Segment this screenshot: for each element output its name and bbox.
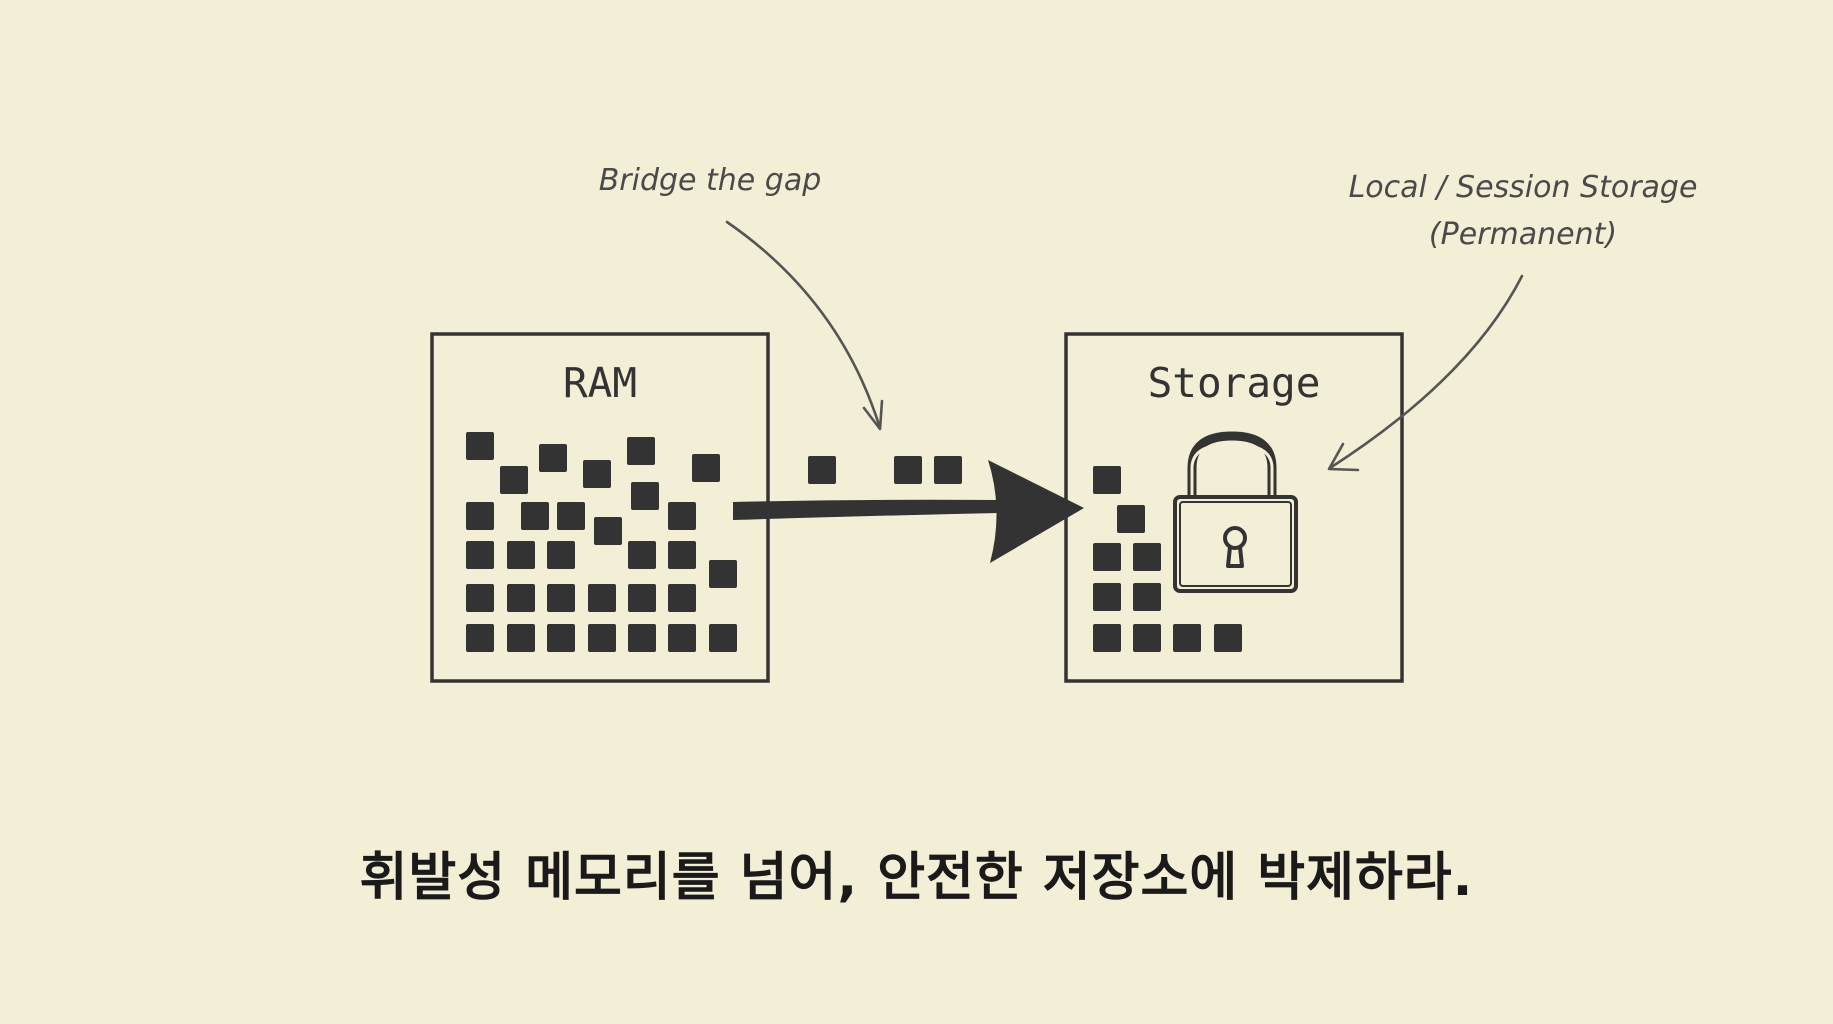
- storage-cell: [1214, 624, 1242, 652]
- ram-cell: [668, 502, 696, 530]
- ram-cell: [668, 541, 696, 569]
- bridge-pointer-arrow: [725, 220, 882, 430]
- storage-annotation: Local / Session Storage (Permanent): [1327, 170, 1698, 472]
- keyhole-icon: [1223, 526, 1247, 568]
- ram-cell: [466, 541, 494, 569]
- storage-cell: [1093, 543, 1121, 571]
- storage-cell: [1133, 583, 1161, 611]
- ram-cell: [466, 502, 494, 530]
- ram-cell: [709, 624, 737, 652]
- storage-memory-cells: [1093, 466, 1242, 652]
- transit-memory-cells: [808, 456, 962, 484]
- lock-icon: [1173, 431, 1298, 593]
- ram-cell: [521, 502, 549, 530]
- ram-cell: [466, 624, 494, 652]
- ram-cell: [539, 444, 567, 472]
- ram-memory-cells: [466, 432, 737, 652]
- ram-cell: [668, 624, 696, 652]
- bridge-annotation: Bridge the gap: [599, 163, 884, 431]
- transit-cell: [808, 456, 836, 484]
- ram-label: RAM: [563, 359, 637, 407]
- ram-cell: [507, 541, 535, 569]
- ram-cell: [627, 437, 655, 465]
- ram-cell: [557, 502, 585, 530]
- ram-cell: [631, 482, 659, 510]
- storage-cell: [1173, 624, 1201, 652]
- ram-cell: [547, 584, 575, 612]
- ram-cell: [588, 584, 616, 612]
- storage-note-line-2: (Permanent): [1429, 217, 1617, 252]
- storage-label: Storage: [1148, 359, 1321, 407]
- caption-headline: 휘발성 메모리를 넘어, 안전한 저장소에 박제하라.: [359, 848, 1474, 908]
- ram-cell: [500, 466, 528, 494]
- storage-cell: [1093, 583, 1121, 611]
- storage-note-line-1: Local / Session Storage: [1349, 170, 1698, 205]
- ram-cell: [466, 432, 494, 460]
- ram-cell: [547, 541, 575, 569]
- storage-cell: [1117, 505, 1145, 533]
- storage-pointer-arrow: [1328, 274, 1524, 470]
- ram-cell: [628, 541, 656, 569]
- ram-cell: [709, 560, 737, 588]
- transit-cell: [934, 456, 962, 484]
- storage-cell: [1093, 624, 1121, 652]
- storage-cell: [1093, 466, 1121, 494]
- ram-cell: [466, 584, 494, 612]
- ram-block: RAM: [430, 332, 770, 683]
- ram-cell: [668, 584, 696, 612]
- ram-cell: [594, 517, 622, 545]
- ram-cell: [628, 584, 656, 612]
- ram-cell: [692, 454, 720, 482]
- storage-cell: [1133, 624, 1161, 652]
- ram-cell: [583, 460, 611, 488]
- ram-cell: [507, 624, 535, 652]
- storage-block: Storage: [1064, 332, 1404, 683]
- storage-cell: [1133, 543, 1161, 571]
- bridge-note: Bridge the gap: [599, 163, 822, 198]
- arrow-right-icon: [733, 460, 1084, 563]
- ram-cell: [507, 584, 535, 612]
- ram-cell: [628, 624, 656, 652]
- transit-cell: [894, 456, 922, 484]
- ram-cell: [547, 624, 575, 652]
- ram-cell: [588, 624, 616, 652]
